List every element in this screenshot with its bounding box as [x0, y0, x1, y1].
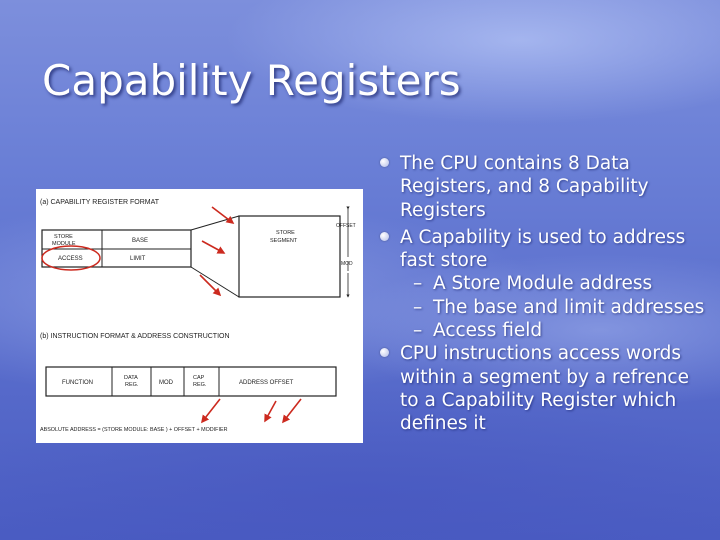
slide-title: Capability Registers: [42, 56, 461, 105]
bullet-text: The CPU contains 8 Data Registers, and 8…: [400, 153, 649, 221]
sub-bullet-item: – A Store Module address: [380, 272, 710, 295]
sub-bullet-marker: –: [413, 320, 423, 342]
access-label: ACCESS: [58, 256, 83, 262]
address-offset-label: ADDRESS OFFSET: [239, 380, 294, 386]
bullet-text: CPU instructions access words within a s…: [400, 343, 689, 435]
sub-bullet-text: A Store Module address: [433, 273, 653, 295]
bullet-text: A Capability is used to address fast sto…: [400, 226, 686, 272]
sub-bullet-marker: –: [413, 273, 423, 295]
bullet-dot-icon: [380, 158, 389, 167]
offset-side-label: OFFSET: [336, 223, 356, 229]
bullet-item: The CPU contains 8 Data Registers, and 8…: [380, 152, 710, 222]
sub-bullet-item: – Access field: [380, 319, 710, 342]
bullet-item: CPU instructions access words within a s…: [380, 342, 710, 435]
absolute-address-formula: ABSOLUTE ADDRESS = (STORE MODULE: BASE )…: [40, 427, 228, 433]
sub-bullet-item: – The base and limit addresses: [380, 296, 710, 319]
red-arrow: [211, 206, 235, 224]
bullet-list: The CPU contains 8 Data Registers, and 8…: [380, 152, 710, 436]
access-highlight-circle: [41, 245, 101, 271]
bullet-dot-icon: [380, 348, 389, 358]
instruction-format-box: [45, 366, 337, 397]
sub-bullet-marker: –: [413, 296, 423, 318]
red-arrow: [201, 398, 221, 424]
base-label: BASE: [132, 238, 148, 244]
function-label: FUNCTION: [62, 380, 93, 386]
limit-label: LIMIT: [130, 256, 146, 262]
bullet-dot-icon: [380, 231, 389, 241]
mod-side-label: MOD: [341, 261, 353, 267]
store-segment-box: [238, 215, 341, 298]
mod-label: MOD: [159, 380, 174, 386]
bullet-item: A Capability is used to address fast sto…: [380, 226, 710, 273]
red-arrow: [201, 240, 226, 254]
red-arrow: [199, 274, 222, 297]
red-arrow: [282, 398, 302, 424]
heading-b: (b) INSTRUCTION FORMAT & ADDRESS CONSTRU…: [40, 333, 230, 340]
sub-bullet-text: Access field: [433, 320, 543, 342]
heading-a: (a) CAPABILITY REGISTER FORMAT: [40, 199, 160, 206]
red-arrow: [264, 400, 277, 423]
sub-bullet-text: The base and limit addresses: [433, 296, 705, 318]
